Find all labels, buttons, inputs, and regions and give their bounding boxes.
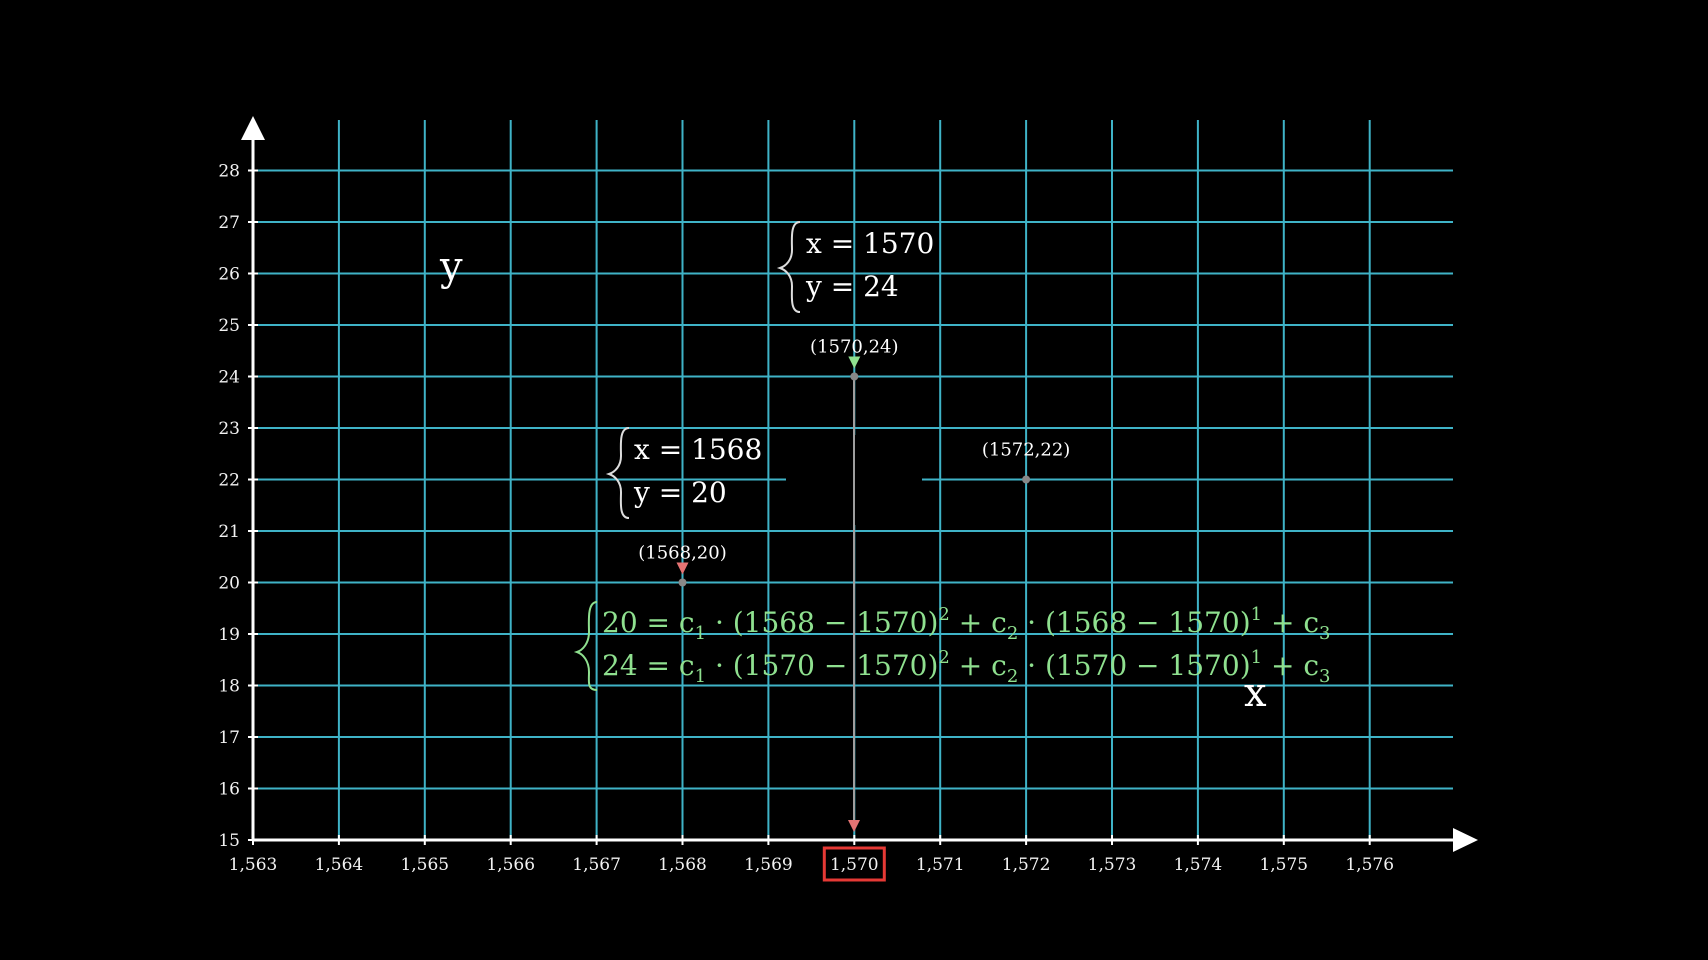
system-line-2: y = 20: [633, 476, 727, 509]
x-tick-label: 1,566: [486, 855, 535, 875]
x-tick-label: 1,570: [830, 855, 879, 875]
y-tick-label: 17: [218, 728, 240, 748]
axes: [241, 116, 1478, 852]
system-point-1570: x = 1570 y = 24: [776, 221, 934, 313]
guide-arrow-bottom: [848, 820, 860, 832]
y-tick-label: 25: [218, 316, 240, 336]
x-tick-label: 1,569: [744, 855, 793, 875]
x-axis-arrow: [1453, 828, 1478, 852]
y-tick-label: 22: [218, 471, 240, 491]
x-tick-label: 1,575: [1259, 855, 1308, 875]
y-axis-arrow: [241, 116, 265, 140]
point-label: (1572,22): [982, 440, 1070, 461]
point-label: (1570,24): [810, 337, 898, 358]
system-line-2: y = 24: [805, 270, 899, 303]
y-tick-label: 18: [218, 677, 240, 697]
equation-brace: [573, 601, 598, 691]
x-tick-label: 1,572: [1002, 855, 1051, 875]
y-tick-label: 20: [218, 574, 240, 594]
x-tick-label: 1,567: [572, 855, 621, 875]
system-line-1: x = 1568: [634, 433, 762, 466]
y-tick-label: 26: [218, 265, 240, 285]
y-tick-label: 16: [218, 780, 240, 800]
tick-labels: 1,563 1,564 1,565 1,566 1,567 1,568 1,569 1,570…: [218, 162, 1394, 882]
system-brace: [776, 221, 801, 313]
y-tick-label: 23: [218, 419, 240, 439]
data-point: [1022, 475, 1031, 484]
point-label: (1568,20): [638, 543, 726, 564]
data-point: [678, 578, 687, 587]
y-axis-name: y: [439, 244, 463, 290]
x-axis-name: x: [1244, 670, 1267, 716]
system-line-1: x = 1570: [806, 227, 934, 260]
x-tick-label: 1,563: [229, 855, 278, 875]
equation-1: 20 = c1 · (1568 − 1570)2 + c2 · (1568 − …: [602, 604, 1330, 644]
data-points: (1568,20) (1570,24) (1572,22): [638, 337, 1070, 587]
x-tick-label: 1,573: [1088, 855, 1137, 875]
y-tick-label: 21: [218, 522, 240, 542]
data-point: [850, 372, 859, 381]
y-tick-label: 19: [218, 625, 240, 645]
x-tick-label: 1,576: [1345, 855, 1394, 875]
x-tick-label: 1,574: [1174, 855, 1223, 875]
y-tick-label: 15: [218, 831, 240, 851]
point-marker-arrow: [848, 356, 861, 369]
y-tick-label: 27: [218, 213, 240, 233]
x-tick-label: 1,564: [315, 855, 364, 875]
highlight-box: [822, 846, 886, 882]
y-tick-label: 24: [218, 368, 240, 388]
system-point-1568: x = 1568 y = 20: [605, 427, 762, 519]
x-tick-label: 1,571: [916, 855, 965, 875]
equation-system: 20 = c1 · (1568 − 1570)2 + c2 · (1568 − …: [573, 601, 1330, 691]
point-marker-arrow: [676, 562, 689, 575]
y-tick-label: 28: [218, 162, 240, 182]
x-tick-label: 1,568: [658, 855, 707, 875]
system-brace: [605, 427, 630, 519]
equation-2: 24 = c1 · (1570 − 1570)2 + c2 · (1570 − …: [602, 647, 1330, 687]
x-tick-label: 1,565: [400, 855, 449, 875]
